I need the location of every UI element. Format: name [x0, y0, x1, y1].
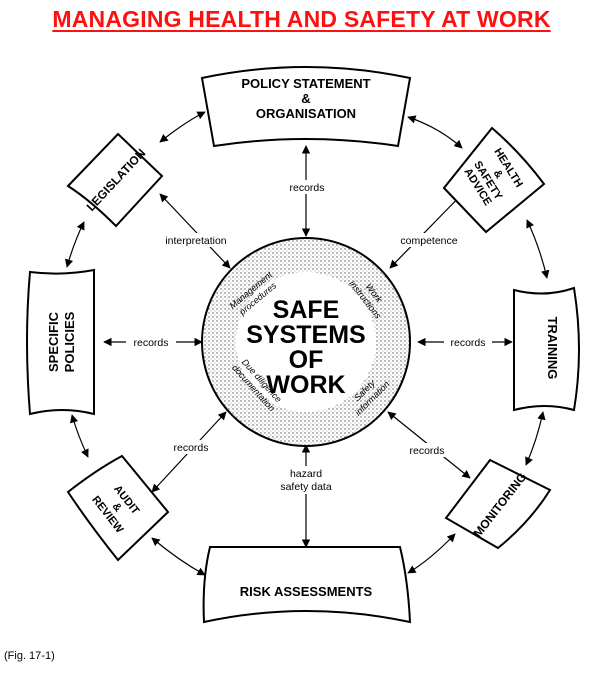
label-health-competence: competence	[400, 235, 457, 247]
box-risk-assessments	[202, 546, 412, 624]
label-specific-records: records	[133, 337, 168, 349]
label-audit-records: records	[173, 442, 208, 454]
box-health-safety-advice	[442, 126, 546, 234]
policy-line-2: &	[301, 91, 310, 106]
policy-line-3: ORGANISATION	[256, 106, 356, 121]
center-circle: SAFE SYSTEMS OF WORK Management procedur…	[201, 237, 411, 447]
figure-caption: (Fig. 17-1)	[4, 650, 55, 662]
label-risk-safety-data: safety data	[280, 481, 332, 493]
arrow-legislation-center	[159, 193, 231, 269]
outer-boxes	[26, 66, 580, 624]
center-line-1: SAFE	[273, 296, 340, 324]
policy-line-1: POLICY STATEMENT	[241, 76, 370, 91]
risk-label: RISK ASSESSMENTS	[240, 584, 373, 599]
arrow-monitoring-risk	[407, 533, 456, 574]
label-monitoring-records: records	[409, 445, 444, 457]
label-risk-hazard: hazard	[290, 468, 322, 480]
specific-line-1: SPECIFIC	[46, 311, 61, 372]
outer-ring-arrows	[64, 111, 550, 576]
arrow-audit-specific	[70, 414, 89, 458]
connector-labels: records competence records records hazar…	[126, 180, 492, 494]
diagram-title: MANAGING HEALTH AND SAFETY AT WORK	[52, 6, 551, 32]
label-legislation-interpretation: interpretation	[165, 235, 226, 247]
arrow-training-monitoring	[525, 411, 546, 466]
box-audit-review	[66, 454, 170, 562]
arrow-health-center	[389, 187, 469, 269]
box-policy-statement	[200, 66, 412, 148]
arrow-specific-legislation	[64, 221, 85, 268]
center-line-2: SYSTEMS	[246, 321, 365, 349]
center-line-3: OF	[289, 346, 324, 374]
arrow-health-training	[526, 219, 550, 279]
label-policy-records: records	[289, 182, 324, 194]
box-specific-policies	[26, 268, 95, 416]
center-line-4: WORK	[266, 371, 345, 399]
box-legislation	[66, 132, 164, 228]
arrow-legislation-policy	[159, 111, 206, 143]
arrow-policy-health	[407, 115, 463, 149]
box-monitoring	[444, 458, 552, 550]
specific-line-2: POLICIES	[62, 311, 77, 372]
training-label: TRAINING	[545, 317, 560, 380]
arrow-risk-audit	[151, 537, 206, 576]
box-training	[513, 286, 580, 412]
label-training-records: records	[450, 337, 485, 349]
